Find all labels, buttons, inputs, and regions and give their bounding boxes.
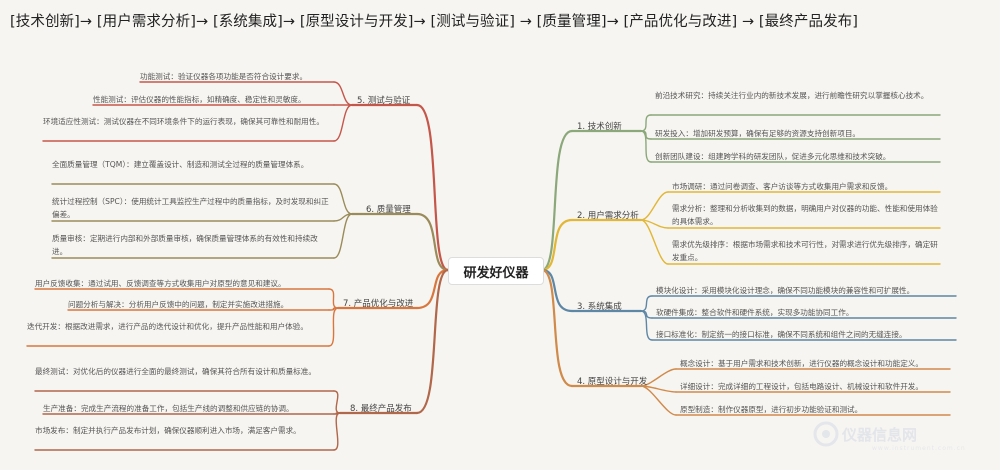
branch-connector (415, 212, 450, 272)
central-topic-label: 研发好仪器 (463, 265, 529, 281)
leaf-connector (640, 385, 677, 416)
leaf-connector (640, 219, 669, 229)
leaf-connector (333, 81, 353, 106)
leaf-connector (328, 288, 339, 309)
branch-connector (540, 268, 574, 388)
leaf-production-prep[interactable]: 生产准备：完成生产流程的准备工作，包括生产线的调整和供应链的协调。 (43, 404, 294, 413)
leaf-environment-test[interactable]: 环境适应性测试：测试仪器在不同环境条件下的运行表现，确保其可靠性和耐用性。 (43, 117, 324, 126)
leaf-feedback-collection[interactable]: 用户反馈收集：通过试用、反馈调查等方式收集用户对原型的意见和建议。 (35, 279, 286, 288)
leaf-connector (640, 191, 669, 221)
leaf-hw-sw-integration[interactable]: 软硬件集成：整合软件和硬件系统，实现多功能协同工作。 (656, 308, 854, 317)
branch-connector (415, 103, 450, 272)
leaf-innovation-team[interactable]: 创新团队建设：组建跨学科的研发团队，促进多元化思维和技术突破。 (655, 152, 891, 161)
branch-connector (540, 218, 574, 272)
leaf-connector (640, 130, 652, 163)
branch-test-verify[interactable]: 5. 测试与验证 (357, 96, 411, 106)
branch-quality-mgmt[interactable]: 6. 质量管理 (366, 205, 411, 215)
central-topic[interactable]: 研发好仪器 (448, 257, 544, 285)
watermark-logo-icon (813, 421, 839, 447)
branch-connector (540, 129, 574, 272)
branch-connector (415, 268, 450, 415)
branch-connector (415, 268, 450, 310)
leaf-connector (333, 183, 353, 215)
watermark-text: 仪器信息网 (842, 426, 918, 444)
leaf-concept-design[interactable]: 概念设计：基于用户需求和技术创新，进行仪器的概念设计和功能定义。 (680, 359, 923, 368)
leaf-frontier-research[interactable]: 前沿技术研究：持续关注行业内的新技术发展，进行前瞻性研究以掌握核心技术。 (655, 91, 929, 100)
leaf-modular-design[interactable]: 模块化设计：采用模块化设计理念，确保不同功能模块的兼容性和可扩展性。 (656, 286, 915, 295)
leaf-iterative-dev[interactable]: 迭代开发：根据改进需求，进行产品的迭代设计和优化，提升产品性能和用户体验。 (27, 322, 308, 331)
page-title: [技术创新]→ [用户需求分析]→ [系统集成]→ [原型设计与开发]→ [测试… (10, 14, 859, 30)
leaf-connector (333, 412, 341, 451)
leaf-market-launch[interactable]: 市场发布：制定并执行产品发布计划，确保仪器顺利进入市场，满足客户需求。 (35, 426, 301, 435)
leaf-function-test[interactable]: 功能测试：验证仪器各项功能是否符合设计要求。 (140, 72, 308, 81)
watermark-subtext: www.instrument.com.cn (872, 445, 966, 452)
leaf-quality-audit[interactable]: 质量审核：定期进行内部和外部质量审核，确保质量管理体系的有效性和持续改进。 (52, 234, 318, 256)
leaf-spc[interactable]: 统计过程控制（SPC）：使用统计工具监控生产过程中的质量指标，及时发现和纠正偏差… (52, 197, 329, 219)
leaf-problem-solving[interactable]: 问题分析与解决：分析用户反馈中的问题，制定并实施改进措施。 (68, 300, 289, 309)
leaf-performance-test[interactable]: 性能测试：评估仪器的性能指标，如精确度、稳定性和灵敏度。 (93, 95, 306, 104)
leaf-needs-analysis[interactable]: 需求分析：整理和分析收集到的数据，明确用户对仪器的功能、性能和使用体验的具体需求… (672, 204, 938, 226)
branch-user-needs[interactable]: 2. 用户需求分析 (577, 211, 639, 221)
leaf-priority-ranking[interactable]: 需求优先级排序：根据市场需求和技术可行性，对需求进行优先级排序，确定研发重点。 (672, 240, 938, 262)
leaf-market-research[interactable]: 市场调研：通过问卷调查、客户访谈等方式收集用户需求和反馈。 (672, 182, 893, 191)
branch-optimization[interactable]: 7. 产品优化与改进 (343, 299, 414, 309)
leaf-connector (333, 390, 341, 414)
branch-connector (540, 268, 574, 313)
branch-final-release[interactable]: 8. 最终产品发布 (350, 404, 412, 414)
leaf-prototype-build[interactable]: 原型制造：制作仪器原型，进行初步功能验证和测试。 (680, 405, 863, 414)
leaf-connector (328, 307, 339, 347)
leaf-connector (640, 310, 653, 341)
leaf-rd-investment[interactable]: 研发投入：增加研发预算，确保有足够的资源支持创新项目。 (655, 129, 861, 138)
branch-prototype-dev[interactable]: 4. 原型设计与开发 (577, 377, 648, 387)
leaf-connector (640, 219, 669, 265)
leaf-connector (333, 213, 353, 259)
branch-tech-innovation[interactable]: 1. 技术创新 (577, 122, 622, 132)
leaf-connector (640, 295, 653, 312)
leaf-tqm[interactable]: 全面质量管理（TQM）：建立覆盖设计、制造和测试全过程的质量管理体系。 (52, 160, 309, 169)
leaf-interface-standard[interactable]: 接口标准化：制定统一的接口标准，确保不同系统和组件之间的无缝连接。 (656, 330, 907, 339)
leaf-connector (640, 114, 652, 132)
branch-system-integration[interactable]: 3. 系统集成 (577, 302, 622, 312)
leaf-detailed-design[interactable]: 详细设计：完成详细的工程设计，包括电路设计、机械设计和软件开发。 (680, 382, 923, 391)
leaf-final-test[interactable]: 最终测试：对优化后的仪器进行全面的最终测试，确保其符合所有设计和质量标准。 (35, 367, 316, 376)
leaf-connector (333, 104, 353, 142)
